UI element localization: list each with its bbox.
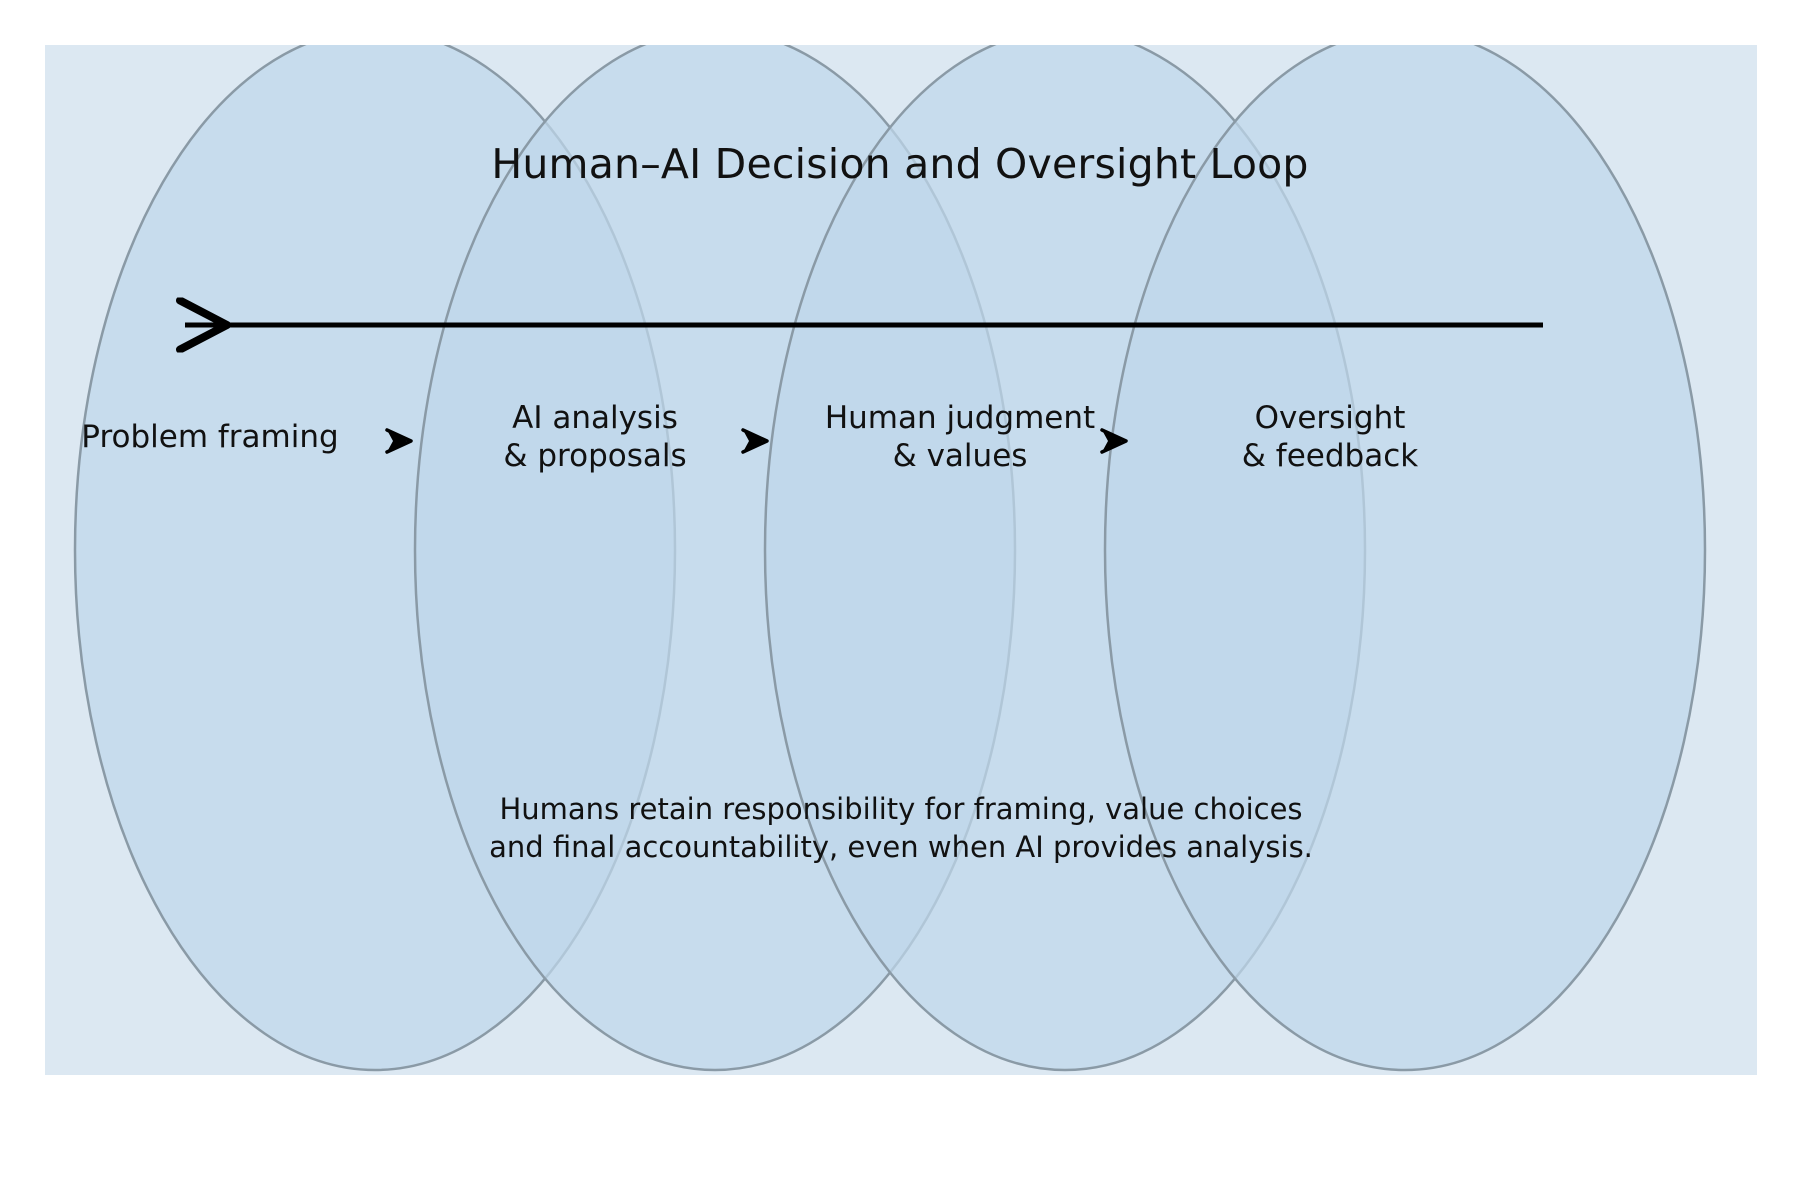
stage-ellipse-oversight [1103,45,1707,1072]
chevron-right-icon-3 [1100,428,1128,454]
figure-caption: Humans retain responsibility for framing… [489,792,1313,865]
page-title: Human–AI Decision and Oversight Loop [491,140,1309,188]
stage-row: Problem framing AI analysis & proposals … [45,378,1757,498]
overlapping-ellipses-group [73,45,1707,1072]
chevron-right-icon-1 [385,428,413,454]
stage-ai-analysis[interactable]: AI analysis & proposals [503,400,687,474]
chevron-right-icon-2 [741,428,769,454]
stage-human-judgment[interactable]: Human judgment & values [824,400,1096,474]
stage-problem-framing[interactable]: Problem framing [81,419,339,456]
feedback-loop-arrow [150,290,1543,360]
diagram-panel [45,45,1757,1075]
stage-oversight[interactable]: Oversight & feedback [1241,400,1419,474]
